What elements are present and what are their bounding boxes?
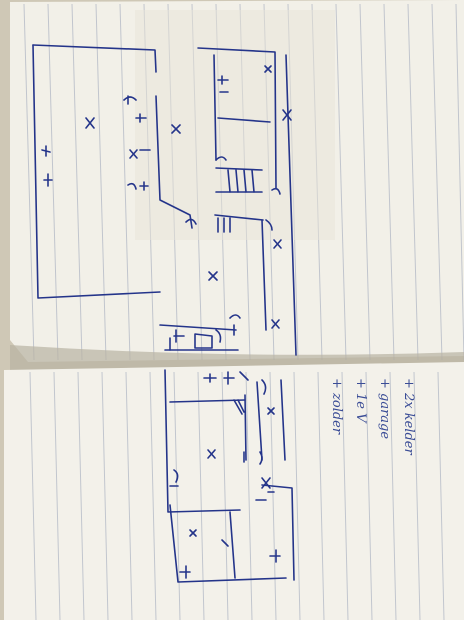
note-line: + 1e V (353, 378, 368, 423)
note-line: + 2x kelder (401, 378, 416, 455)
note-line: + garage (377, 378, 392, 440)
bottom-page (4, 362, 464, 620)
note-line: + zolder (329, 378, 344, 435)
handwritten-note: + 2x kelder + garage + 1e V + zolder (310, 378, 420, 498)
floor-plan-drawing (32, 44, 297, 583)
